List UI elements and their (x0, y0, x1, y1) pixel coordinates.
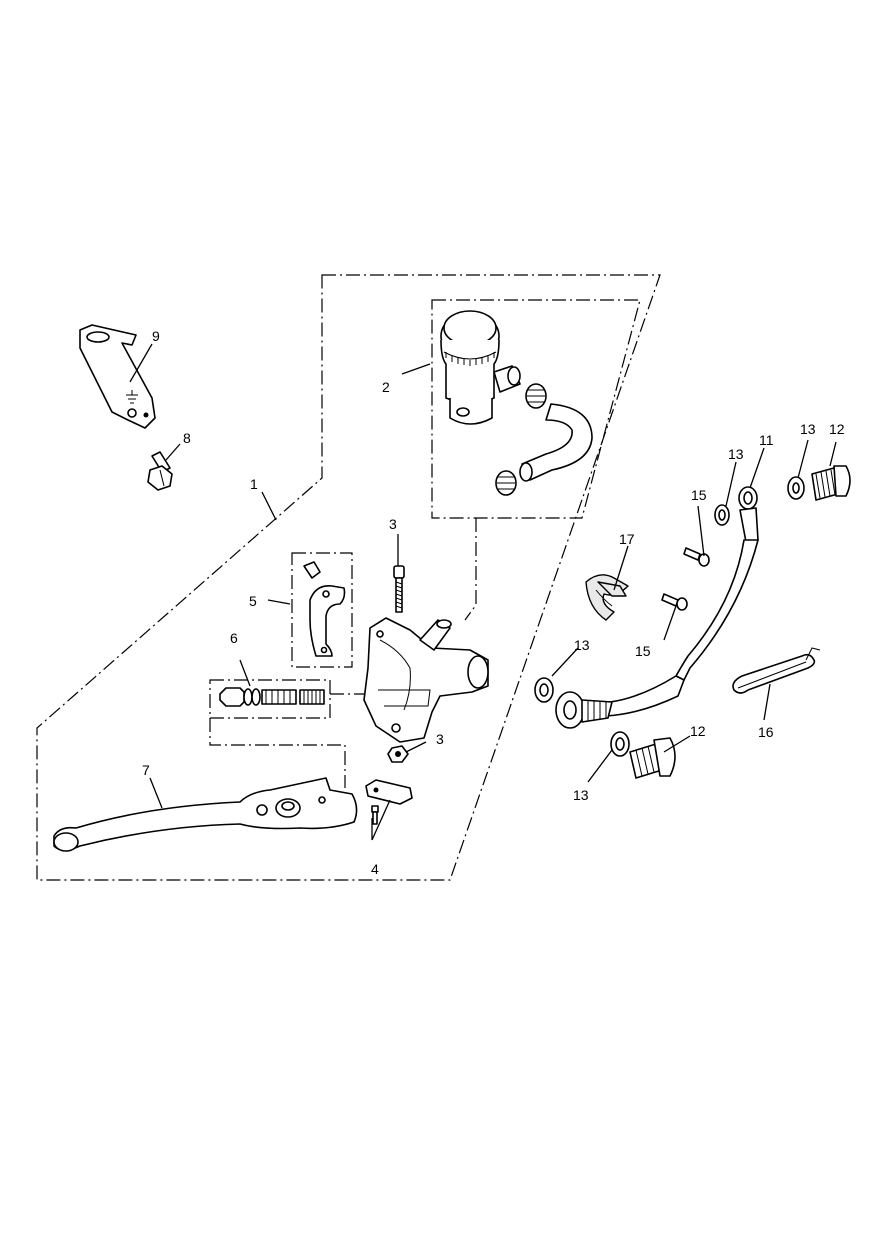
brake-hose-11 (555, 486, 759, 729)
reservoir-hose-guide (464, 518, 477, 621)
reservoir-hose (521, 403, 593, 481)
washer-13-a (714, 504, 730, 526)
reservoir-2-boundary (431, 299, 641, 519)
clamp-5 (303, 561, 346, 657)
screw-3-upper (393, 565, 405, 613)
brake-lever-7 (53, 777, 358, 852)
callout-7: 7 (142, 762, 150, 778)
callout-17: 17 (619, 531, 635, 547)
callout-12-lower: 12 (690, 723, 706, 739)
clamp-5-boundary (291, 552, 353, 668)
leader-lines (129, 343, 837, 841)
piston-6-boundary (209, 679, 331, 719)
callout-2: 2 (382, 379, 390, 395)
callout-4: 4 (371, 861, 379, 877)
wire-clip-16 (732, 647, 821, 694)
washer-13-c (534, 677, 554, 703)
washer-13-d (610, 731, 630, 757)
master-cylinder-body (363, 617, 489, 743)
hose-clip-17 (585, 574, 629, 621)
callout-13-c: 13 (574, 637, 590, 653)
brake-switch-4 (365, 779, 413, 825)
piston-kit-6 (219, 687, 325, 707)
callout-13-a: 13 (728, 446, 744, 462)
banjo-bolt-12-lower (629, 737, 676, 779)
bolt-15-lower (661, 593, 688, 611)
hose-clip-upper (525, 383, 547, 409)
callout-15-upper: 15 (691, 487, 707, 503)
mounting-bracket-9 (79, 324, 156, 429)
callout-9: 9 (152, 328, 160, 344)
assembly-1-boundary (36, 274, 661, 881)
callout-11: 11 (759, 432, 774, 448)
callout-8: 8 (183, 430, 191, 446)
callout-3-lower: 3 (436, 731, 444, 747)
hose-clip-lower (495, 470, 517, 496)
callout-13-b: 13 (800, 421, 816, 437)
bolt-15-upper (683, 547, 710, 567)
callout-13-d: 13 (573, 787, 589, 803)
callout-15-lower: 15 (635, 643, 651, 659)
callout-3-upper: 3 (389, 516, 397, 532)
callout-1: 1 (250, 476, 258, 492)
lever-pivot-guide (209, 718, 346, 788)
callout-16: 16 (758, 724, 774, 740)
reservoir-hose-end (519, 462, 533, 482)
washer-13-b (787, 476, 805, 500)
callout-6: 6 (230, 630, 238, 646)
bolt-8 (147, 451, 173, 491)
banjo-bolt-12-upper (811, 465, 851, 501)
reservoir-2 (440, 310, 521, 425)
callout-5: 5 (249, 593, 257, 609)
callout-12-upper: 12 (829, 421, 845, 437)
nut-3-lower (387, 745, 409, 763)
